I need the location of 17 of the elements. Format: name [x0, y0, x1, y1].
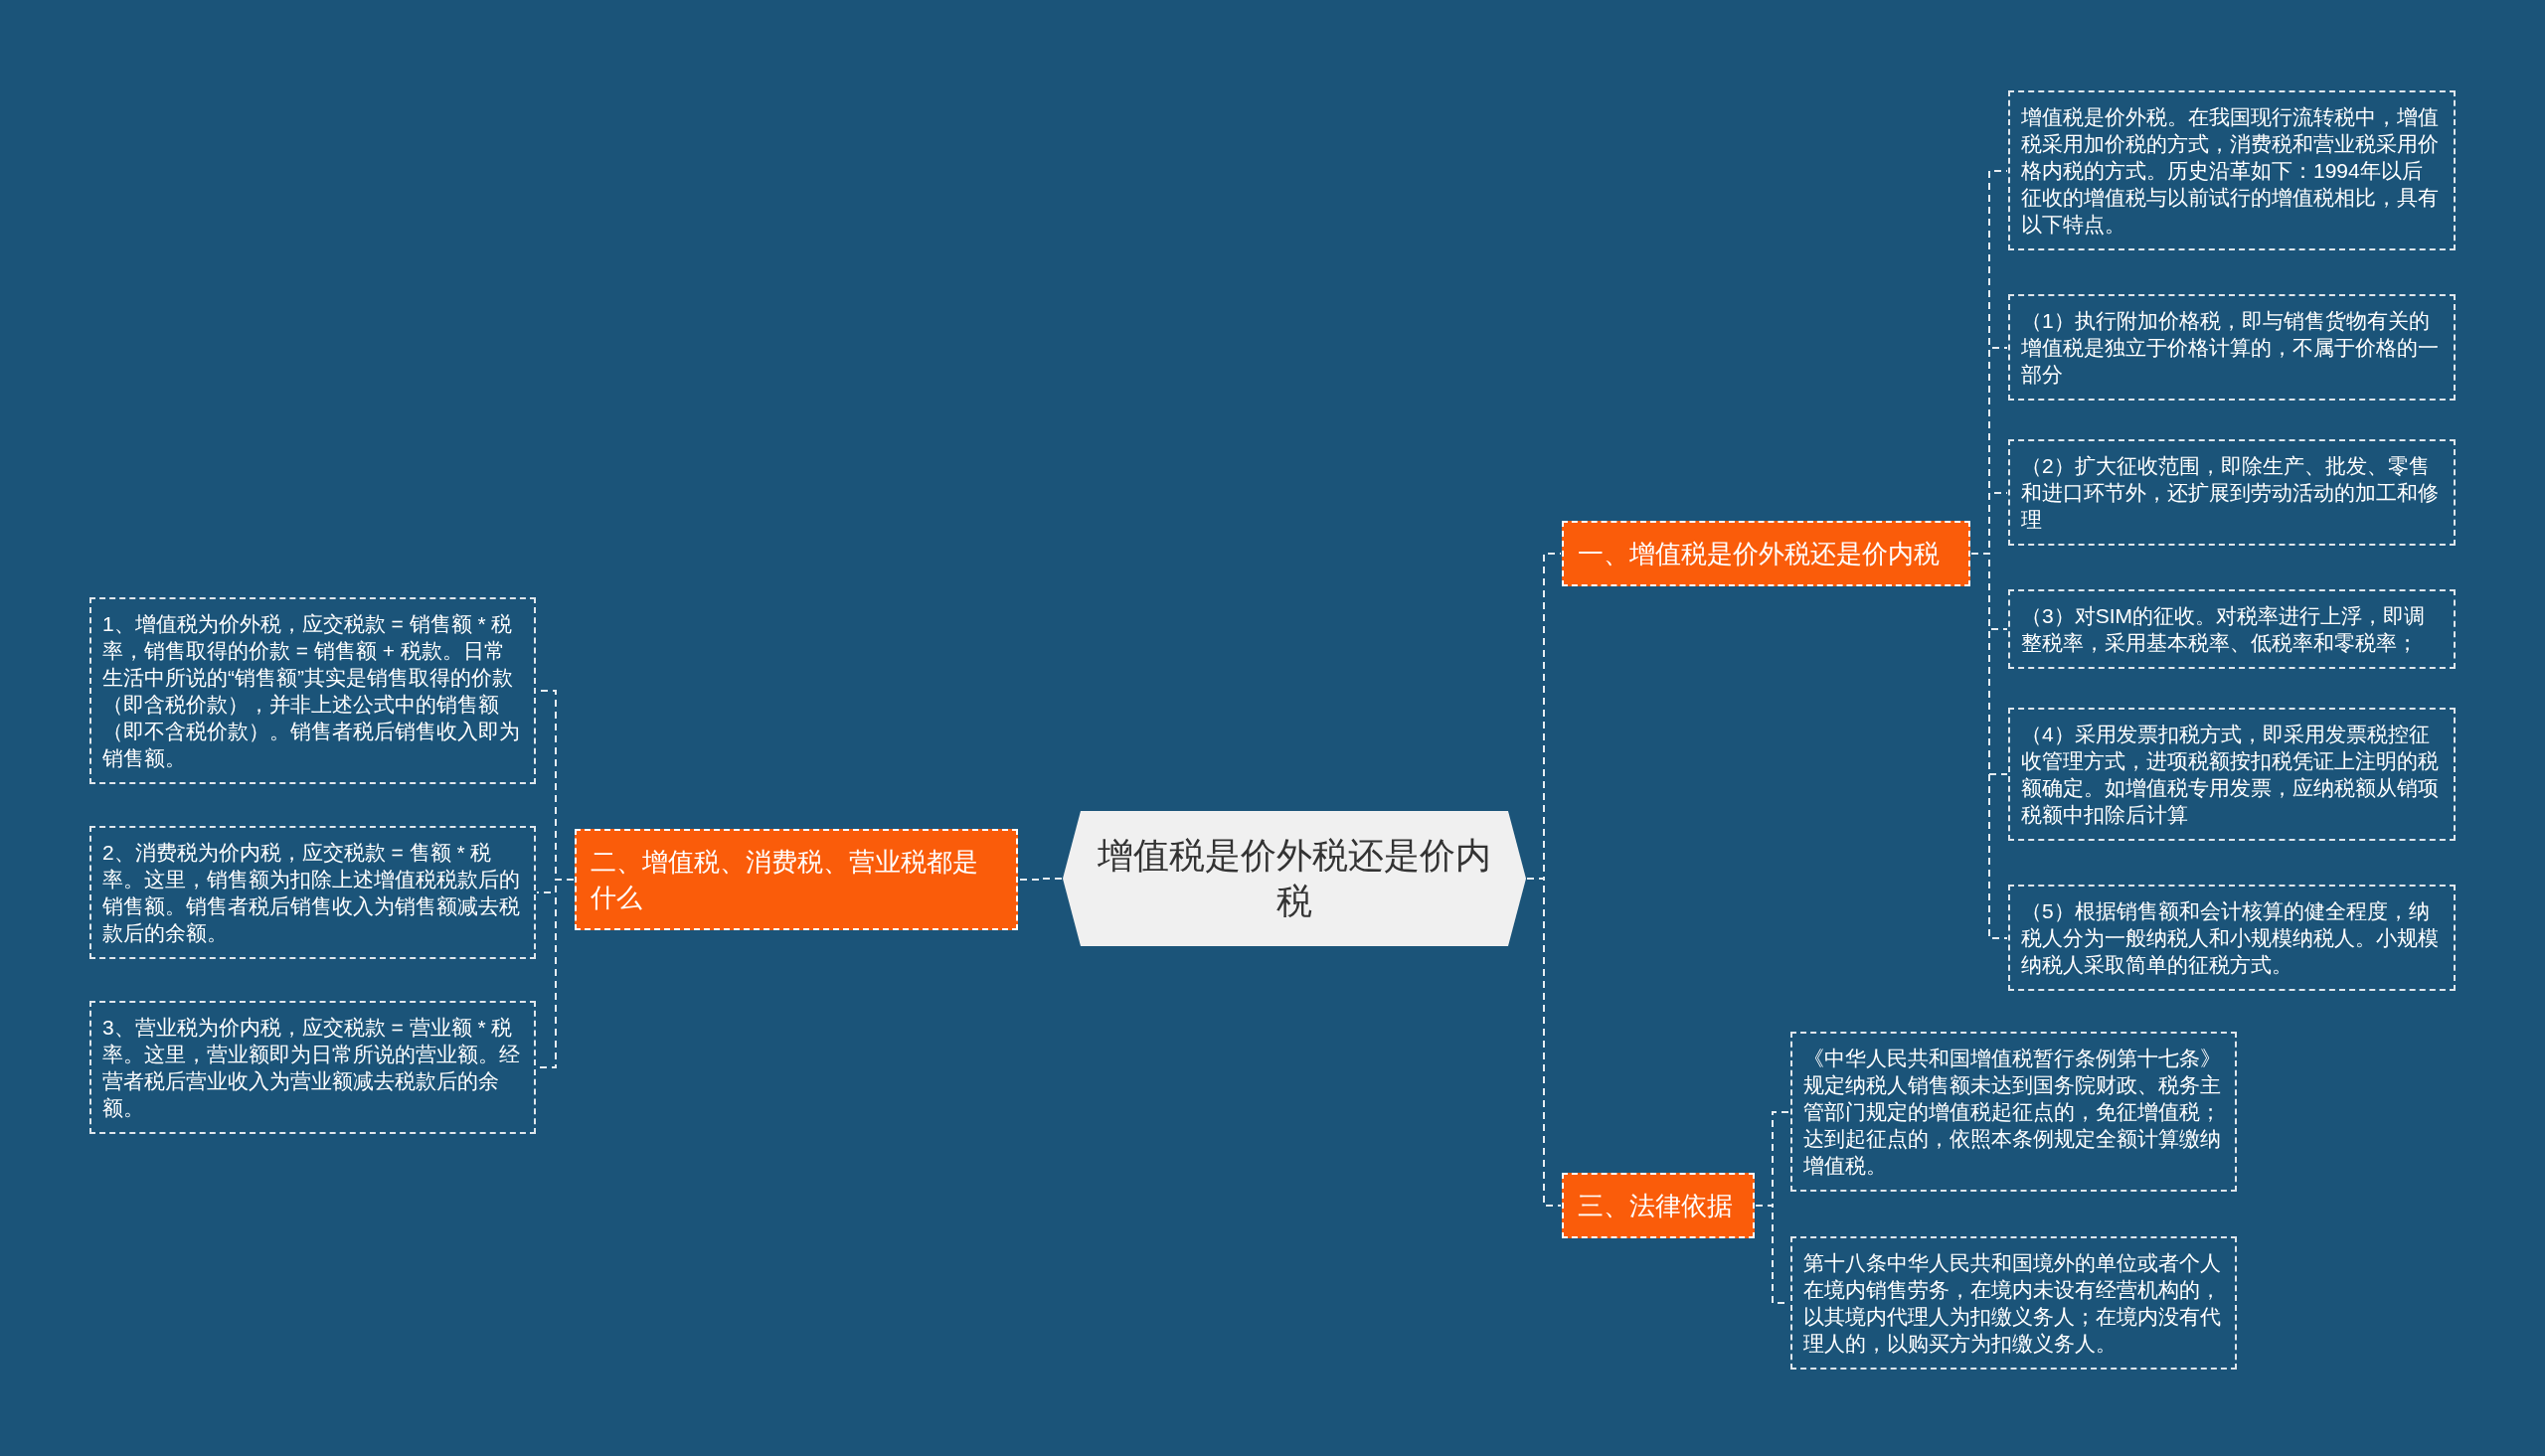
note-box: 1、增值税为价外税，应交税款 = 销售额 * 税率，销售取得的价款 = 销售额 + 税款。日常生活中所说的“销售额”其实是销售取得的价款（即含税价款），并非上述公式中的销售额（即不含税价款）。销售者税后销售收入即为销售额。 — [89, 597, 536, 784]
connector-line — [1526, 878, 1562, 1207]
topic-box: 三、法律依据 — [1562, 1173, 1755, 1238]
topic-box: 一、增值税是价外税还是价内税 — [1562, 521, 1970, 586]
connector-line — [1018, 878, 1063, 881]
note-box: （4）采用发票扣税方式，即采用发票税控征收管理方式，进项税额按扣税凭证上注明的税额确定。如增值税专用发票，应纳税额从销项税额中扣除后计算 — [2008, 708, 2456, 841]
note-box: （5）根据销售额和会计核算的健全程度，纳税人分为一般纳税人和小规模纳税人。小规模纳税人采取简单的征税方式。 — [2008, 885, 2456, 991]
note-box: 2、消费税为价内税，应交税款 = 售额 * 税率。这里，销售额为扣除上述增值税税款后的销售额。销售者税后销售收入为销售额减去税款后的余额。 — [89, 826, 536, 959]
topic-box: 二、增值税、消费税、营业税都是什么 — [575, 829, 1018, 930]
note-box: （1）执行附加价格税，即与销售货物有关的增值税是独立于价格计算的，不属于价格的一部分 — [2008, 294, 2456, 401]
central-topic: 增值税是价外税还是价内税 — [1063, 811, 1526, 946]
note-box: 《中华人民共和国增值税暂行条例第十七条》规定纳税人销售额未达到国务院财政、税务主管部门规定的增值税起征点的，免征增值税；达到起征点的，依照本条例规定全额计算缴纳增值税。 — [1790, 1032, 2237, 1192]
note-box: （3）对SIM的征收。对税率进行上浮，即调整税率，采用基本税率、低税率和零税率； — [2008, 589, 2456, 669]
note-box: （2）扩大征收范围，即除生产、批发、零售和进口环节外，还扩展到劳动活动的加工和修理 — [2008, 439, 2456, 546]
note-box: 增值税是价外税。在我国现行流转税中，增值税采用加价税的方式，消费税和营业税采用价格内税的方式。历史沿革如下：1994年以后征收的增值税与以前试行的增值税相比，具有以下特点。 — [2008, 90, 2456, 250]
note-box: 3、营业税为价内税，应交税款 = 营业额 * 税率。这里，营业额即为日常所说的营业额。经营者税后营业收入为营业额减去税款后的余额。 — [89, 1001, 536, 1134]
note-box: 第十八条中华人民共和国境外的单位或者个人在境内销售劳务，在境内未设有经营机构的，以其境内代理人为扣缴义务人；在境内没有代理人的，以购买方为扣缴义务人。 — [1790, 1236, 2237, 1370]
